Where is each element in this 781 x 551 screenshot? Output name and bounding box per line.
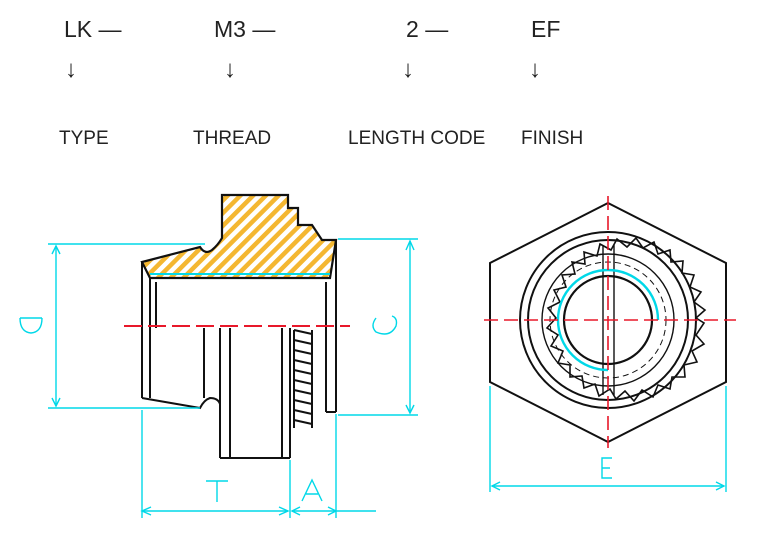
- dim-d-glyph: [19, 317, 43, 334]
- dim-e-glyph: [601, 457, 612, 479]
- down-arrow-icon: ↓: [529, 56, 541, 83]
- hatched-section: [140, 193, 338, 280]
- code-type-separator: —: [98, 16, 122, 42]
- code-length-separator: —: [425, 16, 449, 42]
- label-thread: THREAD: [193, 128, 272, 149]
- code-thread: M3 —: [214, 16, 275, 43]
- code-type: LK —: [64, 16, 122, 43]
- part-code-row: LK — M3 — 2 — EF ↓ ↓ ↓ ↓: [0, 14, 781, 114]
- code-length: 2 —: [406, 16, 448, 43]
- code-thread-separator: —: [252, 16, 276, 42]
- code-thread-value: M3: [214, 16, 246, 42]
- label-length-code: LENGTH CODE: [348, 128, 486, 149]
- label-finish: FINISH: [521, 128, 584, 149]
- code-length-value: 2: [406, 16, 419, 42]
- dim-a-glyph: [301, 478, 323, 502]
- side-view: [140, 193, 338, 459]
- code-finish: EF: [531, 16, 560, 43]
- dim-t-glyph: [206, 480, 228, 502]
- down-arrow-icon: ↓: [65, 56, 77, 83]
- thread-arc: [556, 268, 660, 372]
- dim-c-glyph: [372, 315, 398, 335]
- down-arrow-icon: ↓: [402, 56, 414, 83]
- code-finish-value: EF: [531, 16, 561, 42]
- front-dimensions: [489, 386, 727, 492]
- side-dimensions: [48, 238, 418, 518]
- code-type-value: LK: [64, 16, 93, 42]
- label-type: TYPE: [59, 128, 109, 149]
- down-arrow-icon: ↓: [224, 56, 236, 83]
